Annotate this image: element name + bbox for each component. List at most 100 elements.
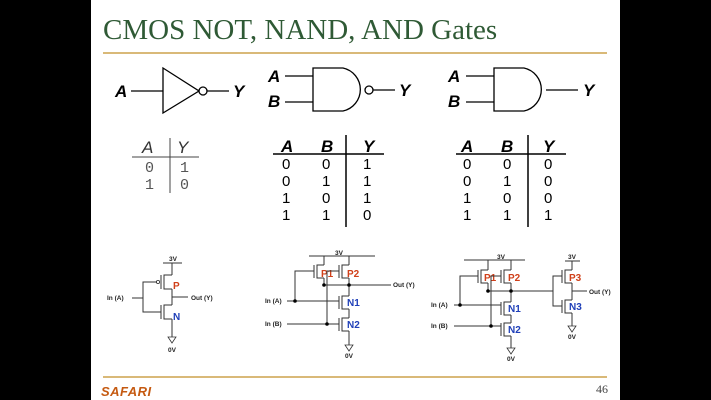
- not-bubble: [198, 86, 208, 96]
- wire: [326, 270, 339, 324]
- not-p-label: P: [173, 281, 180, 292]
- and-tt-cell: 0: [463, 156, 471, 173]
- safari-logo: SAFARI: [101, 384, 152, 399]
- and-body: [493, 67, 542, 112]
- nand-input-b-label: B: [268, 92, 280, 111]
- not-tt-header-a: A: [141, 138, 153, 157]
- nand-tt-header-a: A: [280, 137, 293, 156]
- nand-tt-cell: 1: [322, 173, 330, 190]
- p1-channel: [480, 269, 488, 284]
- nand-gnd-label: 0V: [345, 353, 354, 360]
- and-n1-label: N1: [508, 304, 521, 315]
- and-input-a-label: A: [447, 67, 460, 86]
- p2-channel: [503, 269, 511, 284]
- pmos-channel: [163, 274, 172, 290]
- p3-channel: [564, 269, 572, 284]
- nand-output-label: Y: [399, 81, 412, 100]
- and-tt-cell: 1: [503, 207, 511, 224]
- not-n-label: N: [173, 312, 180, 323]
- not-out-label: Out (Y): [191, 295, 213, 302]
- nand-tt-cell: 1: [282, 190, 290, 207]
- ground-icon: [567, 325, 577, 333]
- nand-n1-label: N1: [347, 298, 360, 309]
- and-p1-label: P1: [484, 273, 497, 284]
- nmos-channel: [163, 304, 172, 320]
- and-input-b-label: B: [448, 92, 460, 111]
- p1-channel: [316, 264, 324, 279]
- and-tt-cell: 0: [463, 173, 471, 190]
- nand-tt-cell: 1: [322, 207, 330, 224]
- and-vdd2-label: 3V: [568, 254, 577, 261]
- nand-out-label: Out (Y): [393, 282, 415, 289]
- nand-tt-cell: 0: [322, 156, 330, 173]
- and-cmos-circuit: 3V P1 P2 N1 N2: [431, 254, 611, 363]
- nand-in-b-label: In (B): [265, 321, 282, 328]
- and-tt-cell: 0: [544, 173, 552, 190]
- nand-cmos-circuit: 3V P1 P2 Out (Y) N1: [265, 250, 415, 360]
- and-tt-cell: 1: [503, 173, 511, 190]
- nand-tt-cell: 0: [282, 173, 290, 190]
- and-tt-cell: 0: [503, 156, 511, 173]
- not-vdd-label: 3V: [169, 256, 178, 263]
- not-output-label: Y: [233, 82, 246, 101]
- and-tt-cell: 0: [544, 190, 552, 207]
- and-tt-header-b: B: [501, 137, 513, 156]
- wire: [459, 275, 478, 305]
- not-triangle: [162, 66, 201, 115]
- and-tt-cell: 0: [503, 190, 511, 207]
- slide-diagrams: A Y A B Y A B Y: [107, 66, 611, 363]
- junction-dot: [489, 324, 493, 328]
- not-tt-cell: 1: [180, 160, 189, 177]
- junction-dot: [293, 299, 297, 303]
- n1-channel: [341, 295, 349, 310]
- not-cmos-circuit: 3V P N 0V In (A) Out (Y): [107, 256, 213, 354]
- nand-tt-cell: 1: [363, 156, 371, 173]
- and-tt-cell: 1: [544, 207, 552, 224]
- title-divider: [103, 52, 607, 54]
- and-gate-symbol: A B Y: [447, 67, 596, 112]
- not-tt-header-y: Y: [177, 138, 190, 157]
- wire: [142, 281, 161, 313]
- and-tt-header-y: Y: [543, 137, 556, 156]
- wire: [490, 275, 501, 326]
- not-gnd-label: 0V: [168, 347, 177, 354]
- footer-divider: [103, 376, 607, 378]
- ground-icon: [344, 344, 354, 352]
- junction-dot: [325, 322, 329, 326]
- not-tt-cell: 1: [145, 177, 154, 194]
- not-gate-symbol: A Y: [114, 66, 246, 115]
- not-tt-cell: 0: [145, 160, 154, 177]
- nand-vdd-label: 3V: [335, 250, 344, 257]
- and-in-a-label: In (A): [431, 302, 448, 309]
- junction-dot: [347, 283, 351, 287]
- and-output-label: Y: [583, 81, 596, 100]
- wire: [552, 275, 562, 307]
- and-tt-cell: 1: [463, 207, 471, 224]
- and-in-b-label: In (B): [431, 323, 448, 330]
- nand-p2-label: P2: [347, 269, 360, 280]
- wire: [294, 270, 314, 301]
- n3-channel: [564, 299, 572, 314]
- junction-dot: [486, 289, 490, 293]
- ground-icon: [506, 347, 516, 355]
- and-n3-label: N3: [569, 302, 582, 313]
- and-out-label: Out (Y): [589, 289, 611, 296]
- nand-bubble: [364, 85, 374, 95]
- and-n2-label: N2: [508, 325, 521, 336]
- nand-tt-cell: 0: [322, 190, 330, 207]
- not-tt-cell: 0: [180, 177, 189, 194]
- nand-n2-label: N2: [347, 320, 360, 331]
- n2-channel: [341, 317, 349, 332]
- nand-tt-cell: 1: [282, 207, 290, 224]
- nand-tt-header-y: Y: [363, 137, 376, 156]
- slide-title: CMOS NOT, NAND, AND Gates: [103, 14, 498, 46]
- and-p3-label: P3: [569, 273, 582, 284]
- nand-gate-symbol: A B Y: [267, 67, 412, 112]
- and-tt-cell: 1: [463, 190, 471, 207]
- nand-tt-cell: 0: [282, 156, 290, 173]
- junction-dot: [322, 283, 326, 287]
- page-number: 46: [596, 382, 608, 396]
- nand-tt-header-b: B: [321, 137, 333, 156]
